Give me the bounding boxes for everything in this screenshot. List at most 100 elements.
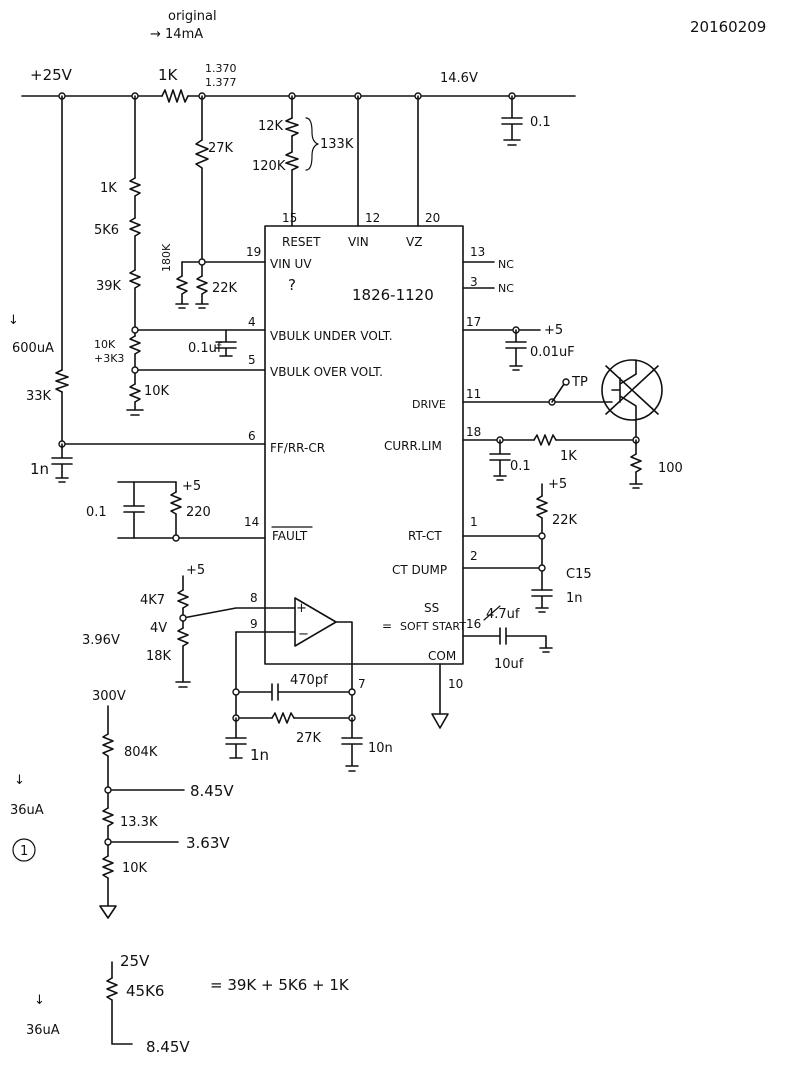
- r-22k-rt-label: 22K: [552, 513, 578, 528]
- original-label: original: [168, 9, 217, 24]
- pin-8-num: 8: [250, 591, 258, 605]
- pin-16-name: SOFT START: [400, 620, 466, 633]
- vbulk-cap: [215, 329, 237, 357]
- nc-stubs: [462, 261, 495, 289]
- arrow-36ua-1: ↓: [14, 773, 25, 788]
- pin-1-num: 1: [470, 515, 478, 529]
- r-133k-label: 133K: [320, 137, 354, 152]
- r-12k-label: 12K: [258, 119, 284, 134]
- r-1k-top-label: 1K: [158, 66, 179, 84]
- v-meas-2-label: 1.377: [205, 76, 237, 89]
- pin-14-name: FAULT: [272, 529, 308, 543]
- pin-18-num: 18: [466, 425, 481, 439]
- c15-val-label: 1n: [566, 591, 583, 606]
- r-180k-label: 180K: [160, 243, 173, 272]
- r-39k-label: 39K: [96, 279, 122, 294]
- soft-start-net: [462, 627, 553, 653]
- plus25-label: +25V: [30, 66, 73, 84]
- c15-label: C15: [566, 567, 592, 582]
- cap-47uf-strike: [483, 605, 501, 621]
- pin-4-num: 4: [248, 315, 256, 329]
- r-1k-cl-label: 1K: [560, 449, 577, 464]
- i-36ua-label-1: 36uA: [10, 803, 44, 818]
- v-845-label: 8.45V: [190, 782, 234, 800]
- fault-r220-label: 220: [186, 505, 211, 520]
- cap-10uf-label: 10uf: [494, 657, 524, 672]
- fault-cap-label: 0.1: [86, 505, 107, 520]
- pin-20-name: VZ: [406, 235, 422, 249]
- pin-14-num: 14: [244, 515, 259, 529]
- drive-net: [462, 378, 613, 406]
- cap-001uf-label: 0.01uF: [530, 345, 575, 360]
- r-120k-label: 120K: [252, 159, 286, 174]
- plus5-rt-label: +5: [548, 477, 567, 492]
- cap-top-right: [501, 95, 523, 146]
- cap-470pf-label: 470pf: [290, 673, 328, 688]
- cap-1n-ff-label: 1n: [30, 460, 49, 478]
- date-label: 20160209: [690, 18, 766, 36]
- pin-15-name: RESET: [282, 235, 321, 249]
- v-396-label: 3.96V: [82, 633, 120, 648]
- pin-13-num: 13: [470, 245, 485, 259]
- r-804k-label: 804K: [124, 745, 158, 760]
- ic-part-number: 1826-1120: [352, 286, 434, 304]
- fault-network: [117, 481, 266, 542]
- v146-label: 14.6V: [440, 71, 478, 86]
- pin-16-num: 16: [466, 617, 481, 631]
- r-5k6-label: 5K6: [94, 223, 119, 238]
- r-27k-top-label: 27K: [208, 141, 234, 156]
- eq-label: =: [382, 619, 392, 633]
- r-22k-uv-label: 22K: [212, 281, 238, 296]
- v-4v-label: 4V: [150, 621, 167, 636]
- ss-label: SS: [424, 601, 439, 615]
- bottom-divider: [99, 705, 185, 919]
- com-ground: [431, 663, 449, 729]
- ic-body: [264, 225, 464, 665]
- cap-01-top-label: 0.1: [530, 115, 551, 130]
- pin-2-num: 2: [470, 549, 478, 563]
- pin-12-num: 12: [365, 211, 380, 225]
- pin-18-name: CURR.LIM: [384, 439, 442, 453]
- r-27k-opamp-label: 27K: [296, 731, 322, 746]
- pin-11-name: DRIVE: [412, 398, 446, 411]
- circle-marker-label: 1: [20, 844, 28, 859]
- pin-7-num: 7: [358, 677, 366, 691]
- r-4k7-label: 4K7: [140, 593, 165, 608]
- r-100-label: 100: [658, 461, 683, 476]
- pin-5-num: 5: [248, 353, 256, 367]
- pin-19-name: VIN UV: [270, 257, 312, 271]
- arrow-36ua-2: ↓: [34, 993, 45, 1008]
- pin17-cap: [462, 326, 541, 371]
- v-meas-1-label: 1.370: [205, 62, 237, 75]
- cap-01uf-vbulk-label: 0.1uf: [188, 341, 222, 356]
- eq-i-36ua-label: 36uA: [26, 1023, 60, 1038]
- tp-label: TP: [571, 375, 588, 390]
- transistor-icon: [601, 359, 663, 445]
- eq-v25-label: 25V: [120, 952, 150, 970]
- cap-1n-opamp-label: 1n: [250, 746, 269, 764]
- opamp-plus5-label: +5: [186, 563, 205, 578]
- r-10k-a-label: 10K: [94, 338, 116, 351]
- r-10k-bottom-label: 10K: [122, 861, 148, 876]
- i-600ua-label: 600uA: [12, 341, 54, 356]
- circle-marker: [12, 838, 36, 862]
- left-divider: [126, 95, 266, 416]
- pin-13-nc: NC: [498, 258, 514, 271]
- pin-11-num: 11: [466, 387, 481, 401]
- opamp-minus: −: [298, 627, 309, 642]
- arrow-600ua: ↓: [8, 313, 19, 328]
- pin-1-name: RT-CT: [408, 529, 442, 543]
- pin-4-name: VBULK UNDER VOLT.: [270, 329, 393, 343]
- pin-3-nc: NC: [498, 282, 514, 295]
- pin-20-num: 20: [425, 211, 440, 225]
- fault-plus5-label: +5: [182, 479, 201, 494]
- pin-19-num: 19: [246, 245, 261, 259]
- pin-12-name: VIN: [348, 235, 369, 249]
- r-33k-label: 33K: [26, 389, 52, 404]
- pin-2-name: CT DUMP: [392, 563, 447, 577]
- pin-10-num: 10: [448, 677, 463, 691]
- v-363-label: 3.63V: [186, 834, 230, 852]
- r-1k-left-label: 1K: [100, 181, 117, 196]
- plus5-17-label: +5: [544, 323, 563, 338]
- pin-6-name: FF/RR-CR: [270, 441, 325, 455]
